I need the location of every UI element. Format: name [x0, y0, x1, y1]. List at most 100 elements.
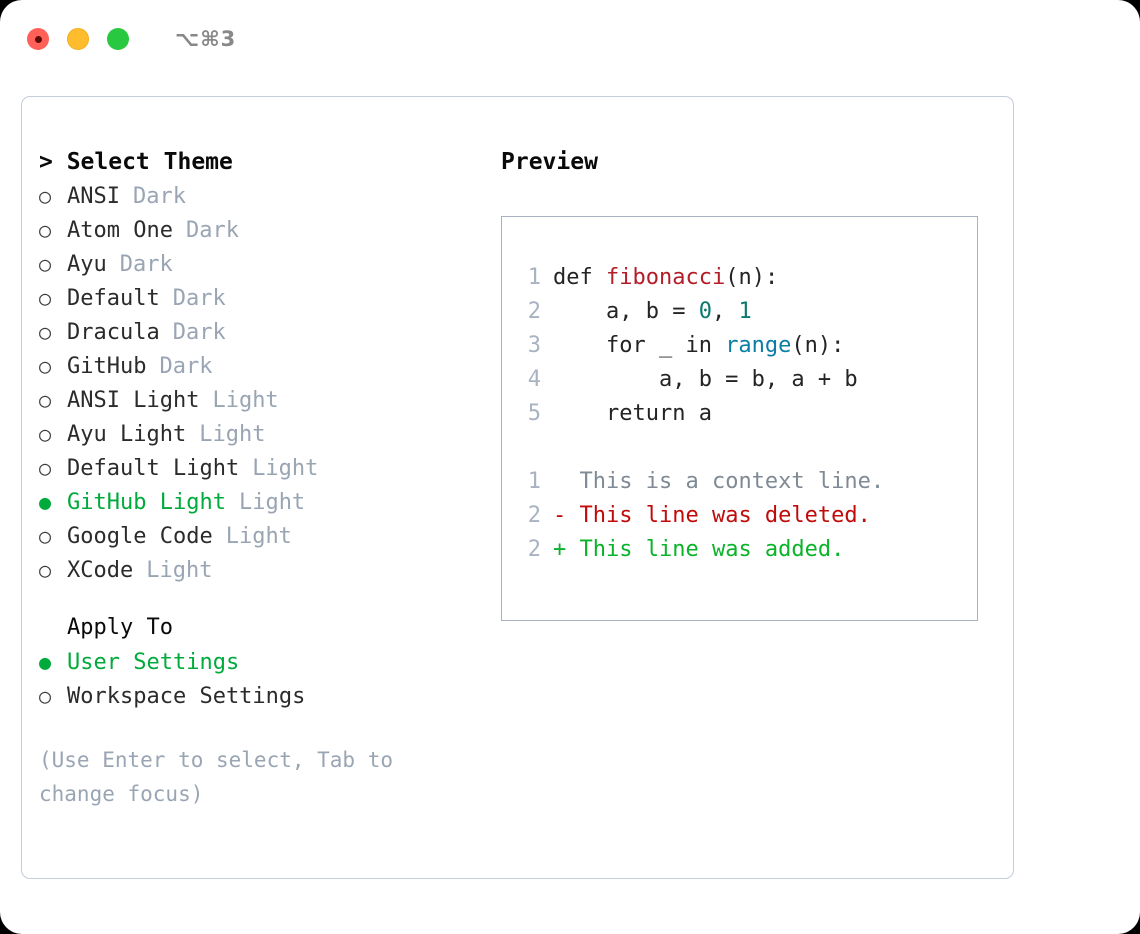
theme-category-label: Dark [172, 320, 226, 345]
theme-list-item[interactable]: ○ Dracula Dark [39, 315, 484, 349]
code-line-text: return a [553, 397, 712, 431]
radio-unselected-icon[interactable]: ○ [39, 354, 52, 378]
code-line-number: 5 [527, 401, 541, 426]
theme-name-label: Ayu [67, 252, 107, 277]
diff-line-text: This is a context line. [579, 469, 885, 494]
diff-marker: - [553, 503, 580, 528]
theme-name-label: Dracula [67, 320, 160, 345]
theme-name-label: XCode [67, 558, 134, 583]
diff-sample-block: 1 This is a context line. 2- This line wa… [515, 465, 977, 567]
preview-heading: Preview [501, 149, 598, 175]
radio-unselected-icon[interactable]: ○ [39, 456, 52, 480]
code-token: (n): [725, 265, 779, 290]
code-line: 1 def fibonacci(n): [515, 261, 977, 295]
radio-unselected-icon[interactable]: ○ [39, 286, 52, 310]
radio-unselected-icon[interactable]: ○ [39, 218, 52, 242]
diff-marker: + [553, 537, 580, 562]
close-button-icon[interactable] [27, 28, 49, 50]
code-token: (n): [791, 333, 845, 358]
code-token: a, b = [553, 299, 699, 324]
theme-name-label: Ayu Light [67, 422, 187, 447]
code-token: fibonacci [605, 265, 726, 290]
code-line-number: 1 [527, 265, 541, 290]
code-line-text: a, b = b, a + b [553, 363, 858, 397]
theme-name-label: Default [67, 286, 160, 311]
code-token: 0 [698, 299, 712, 324]
code-token: 1 [738, 299, 752, 324]
radio-unselected-icon[interactable]: ○ [39, 252, 52, 276]
theme-list-item[interactable]: ○ XCode Light [39, 553, 484, 587]
theme-category-label: Light [252, 456, 319, 481]
radio-unselected-icon[interactable]: ○ [39, 320, 52, 344]
diff-line-number: 2 [527, 503, 541, 528]
theme-list-item[interactable]: ○ Ayu Light Light [39, 417, 484, 451]
radio-unselected-icon[interactable]: ○ [39, 524, 52, 548]
minimize-button-icon[interactable] [67, 28, 89, 50]
code-line-text: def fibonacci(n): [553, 261, 778, 295]
theme-list-item[interactable]: ○ ANSI Light Light [39, 383, 484, 417]
diff-marker [553, 465, 580, 499]
theme-category-label: Light [238, 490, 306, 515]
radio-unselected-icon[interactable]: ○ [39, 388, 52, 412]
code-line-number: 3 [527, 333, 541, 358]
code-line-number: 2 [527, 299, 541, 324]
theme-category-label: Dark [172, 286, 226, 311]
diff-line-text: This line was deleted. [579, 503, 871, 528]
theme-list-item[interactable]: ○ Default Light Light [39, 451, 484, 485]
theme-category-label: Dark [159, 354, 213, 379]
diff-line: 2- This line was deleted. [515, 499, 977, 533]
code-line-text: for _ in range(n): [553, 329, 844, 363]
code-token: return a [553, 401, 712, 426]
apply-to-label: User Settings [67, 650, 240, 675]
code-token: range [725, 333, 792, 358]
code-token: def [553, 265, 606, 290]
diff-line-number: 1 [527, 469, 541, 494]
code-token: a, b = b, a + b [553, 367, 858, 392]
diff-line-number: 2 [527, 537, 541, 562]
theme-name-label: GitHub Light [67, 490, 226, 515]
radio-unselected-icon[interactable]: ○ [39, 422, 52, 446]
theme-category-label: Light [199, 422, 266, 447]
radio-selected-icon[interactable]: ● [39, 490, 52, 514]
keyboard-shortcut-label: ⌥⌘3 [175, 27, 237, 51]
theme-category-label: Light [225, 524, 292, 549]
window-titlebar: ⌥⌘3 [0, 0, 1140, 78]
apply-to-label: Workspace Settings [67, 684, 306, 709]
theme-list-item[interactable]: ○ GitHub Dark [39, 349, 484, 383]
theme-list-item[interactable]: ● GitHub Light Light [39, 485, 484, 519]
theme-list-item[interactable]: ○ Google Code Light [39, 519, 484, 553]
theme-category-label: Dark [185, 218, 239, 243]
radio-unselected-icon[interactable]: ○ [39, 558, 52, 582]
apply-to-item[interactable]: ○ Workspace Settings [39, 679, 484, 713]
theme-name-label: Default Light [67, 456, 240, 481]
radio-selected-icon[interactable]: ● [39, 650, 52, 674]
radio-unselected-icon[interactable]: ○ [39, 184, 52, 208]
theme-name-label: Google Code [67, 524, 213, 549]
theme-category-label: Dark [132, 184, 186, 209]
traffic-light-buttons [27, 28, 129, 50]
theme-list-item[interactable]: ○ Default Dark [39, 281, 484, 315]
theme-name-label: ANSI [67, 184, 120, 209]
theme-name-label: GitHub [67, 354, 147, 379]
apply-to-item[interactable]: ● User Settings [39, 645, 484, 679]
code-token: , [711, 299, 739, 324]
code-line: 3 for _ in range(n): [515, 329, 977, 363]
theme-category-label: Light [146, 558, 213, 583]
theme-category-label: Light [212, 388, 279, 413]
theme-list-item[interactable]: ○ ANSI Dark [39, 179, 484, 213]
select-theme-heading: > Select Theme [39, 149, 233, 175]
apply-to-list[interactable]: ● User Settings ○ Workspace Settings [39, 645, 484, 713]
apply-to-heading: Apply To [67, 615, 173, 640]
theme-name-label: ANSI Light [67, 388, 200, 413]
maximize-button-icon[interactable] [107, 28, 129, 50]
radio-unselected-icon[interactable]: ○ [39, 684, 52, 708]
